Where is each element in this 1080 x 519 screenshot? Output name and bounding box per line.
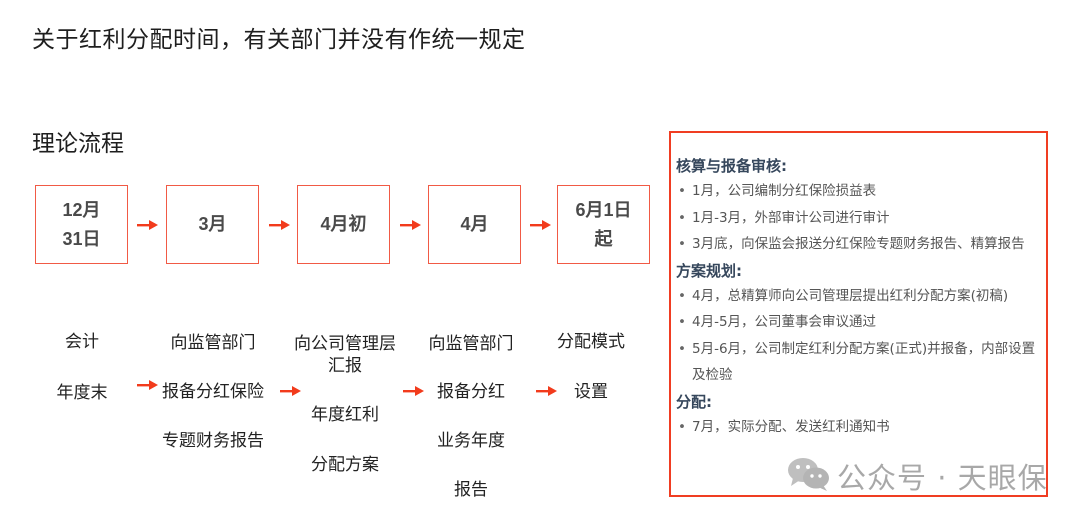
description-line: 汇报 (328, 356, 362, 376)
flow-description-1: 会计 年度末 (42, 331, 122, 404)
description-line: 报备分红保险 (162, 382, 264, 402)
description-line: 向监管部门 (170, 333, 256, 353)
arrow-right-icon (280, 386, 301, 396)
watermark: 公众号 · 天眼保 (787, 455, 1048, 497)
description-line: 业务年度 (437, 431, 505, 451)
page-title: 关于红利分配时间，有关部门并没有作统一规定 (32, 27, 526, 53)
description-line: 向监管部门 (428, 334, 514, 354)
flow-description-2: 向监管部门 报备分红保险 专题财务报告 (158, 333, 268, 451)
flow-step-label: 4月 (460, 214, 489, 234)
list-item: 4月，总精算师向公司管理层提出红利分配方案(初稿) (676, 283, 1040, 310)
description-line: 年度红利 (311, 405, 379, 425)
panel-list: 7月，实际分配、发送红利通知书 (676, 414, 1040, 441)
flow-step-label: 6月1日 (575, 199, 632, 220)
panel-heading: 核算与报备审核: (676, 157, 787, 175)
arrow-right-icon (536, 386, 557, 396)
arrow-right-icon (137, 380, 158, 390)
flow-step-label: 31日 (62, 228, 101, 249)
description-line: 年度末 (56, 383, 108, 403)
list-item: 5月-6月，公司制定红利分配方案(正式)并报备，内部设置及检验 (676, 336, 1040, 389)
panel-list: 4月，总精算师向公司管理层提出红利分配方案(初稿) 4月-5月，公司董事会审议通… (676, 283, 1040, 389)
flow-step-box-2: 3月 (166, 185, 259, 264)
flow-step-label: 12月 (62, 199, 101, 220)
watermark-text: 公众号 · 天眼保 (837, 461, 1048, 495)
list-item: 1月，公司编制分红保险损益表 (676, 178, 1040, 205)
timeline-detail-panel: 核算与报备审核: 1月，公司编制分红保险损益表 1月-3月，外部审计公司进行审计… (669, 131, 1048, 497)
flow-step-label: 3月 (198, 214, 227, 234)
description-line: 报备分红 (437, 382, 505, 402)
description-line: 向公司管理层 (294, 334, 396, 354)
arrow-right-icon (400, 220, 421, 230)
arrow-right-icon (530, 220, 551, 230)
list-item: 4月-5月，公司董事会审议通过 (676, 309, 1040, 336)
arrow-right-icon (269, 220, 290, 230)
flow-step-box-3: 4月初 (297, 185, 390, 264)
flow-step-box-5: 6月1日 起 (557, 185, 650, 264)
wechat-icon (787, 456, 831, 496)
list-item: 7月，实际分配、发送红利通知书 (676, 414, 1040, 441)
flow-description-4: 向监管部门 报备分红 业务年度 报告 (423, 334, 519, 500)
panel-heading: 分配: (676, 392, 712, 411)
panel-list: 1月，公司编制分红保险损益表 1月-3月，外部审计公司进行审计 3月底，向保监会… (676, 178, 1040, 258)
description-line: 分配方案 (311, 455, 379, 475)
flow-step-box-1: 12月 31日 (35, 185, 128, 264)
flow-step-label: 起 (594, 228, 613, 249)
description-line: 报告 (454, 480, 488, 500)
flow-description-3: 向公司管理层 汇报 年度红利 分配方案 (290, 334, 400, 475)
description-line: 分配模式 (557, 332, 625, 352)
flow-step-label: 4月初 (320, 214, 367, 234)
panel-heading: 方案规划: (676, 261, 742, 280)
description-line: 会计 (65, 332, 99, 352)
arrow-right-icon (137, 220, 158, 230)
flow-description-5: 分配模式 设置 (548, 331, 634, 403)
list-item: 3月底，向保监会报送分红保险专题财务报告、精算报告 (676, 231, 1040, 258)
list-item: 1月-3月，外部审计公司进行审计 (676, 205, 1040, 232)
description-line: 专题财务报告 (162, 431, 264, 451)
flow-step-box-4: 4月 (428, 185, 521, 264)
description-line: 设置 (574, 382, 608, 402)
section-title: 理论流程 (32, 131, 124, 157)
arrow-right-icon (403, 386, 424, 396)
